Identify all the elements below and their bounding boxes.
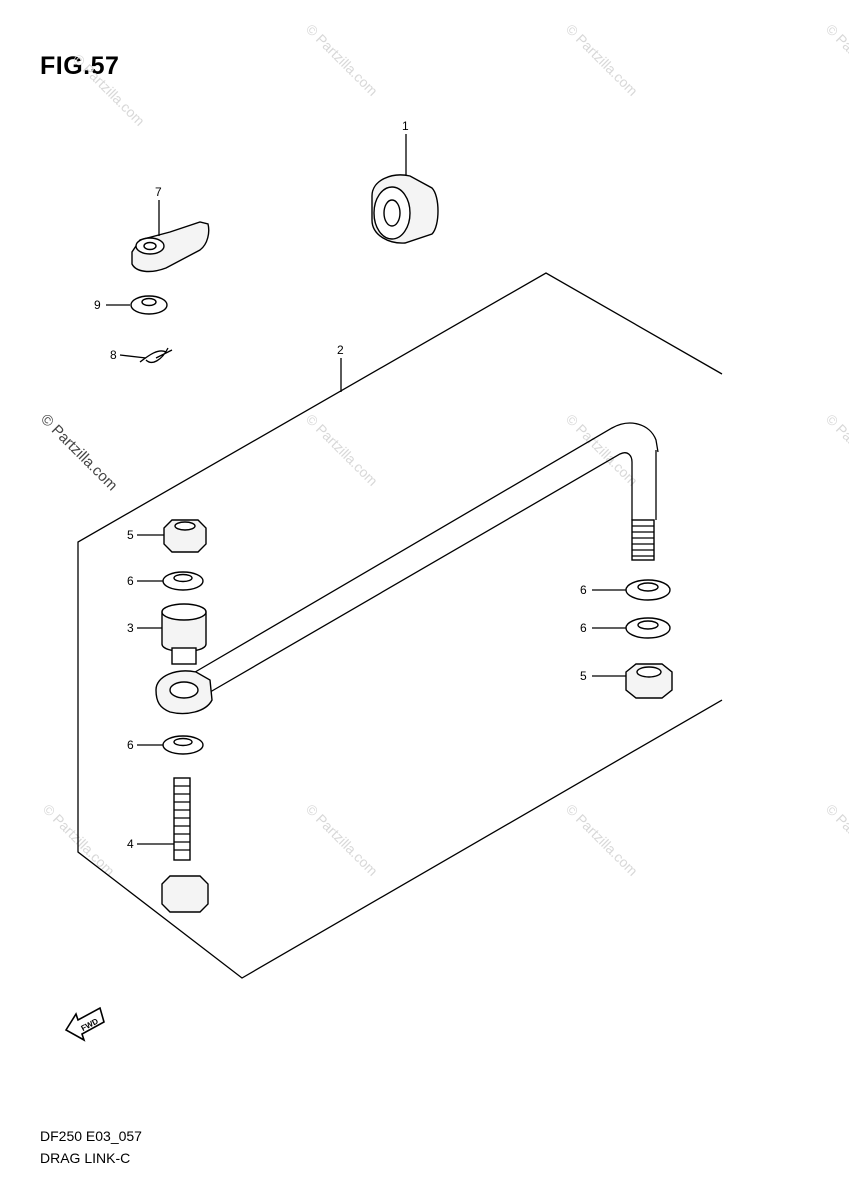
part-5-nut-left	[163, 519, 207, 553]
part-4-bolt	[161, 777, 209, 913]
watermark: © Partzilla.com	[37, 411, 120, 494]
watermark: © Partzilla.com	[823, 801, 849, 879]
watermark: © Partzilla.com	[70, 51, 148, 129]
callout-6-right-bottom: 6	[580, 621, 587, 635]
watermark: © Partzilla.com	[40, 801, 118, 879]
callout-5-right: 5	[580, 669, 587, 683]
callout-3: 3	[127, 621, 134, 635]
assembly-outline	[77, 272, 723, 979]
callout-6-left-bottom: 6	[127, 738, 134, 752]
figure-code: DF250 E03_057	[40, 1128, 142, 1144]
watermark: © Partzilla.com	[303, 21, 381, 99]
watermark: © Partzilla.com	[563, 801, 641, 879]
callout-6-right-top: 6	[580, 583, 587, 597]
callout-1: 1	[402, 119, 409, 133]
callout-2: 2	[337, 343, 344, 357]
part-8-cotter-pin	[139, 347, 173, 363]
part-2-drag-link	[155, 422, 659, 715]
watermark: © Partzilla.com	[303, 411, 381, 489]
watermark-group: © Partzilla.com © Partzilla.com © Partzi…	[37, 21, 849, 879]
part-6-washer-left-top	[162, 571, 204, 591]
part-7-bracket	[131, 221, 210, 273]
watermark: © Partzilla.com	[303, 801, 381, 879]
figure-name: DRAG LINK-C	[40, 1150, 131, 1166]
callout-5-left: 5	[127, 528, 134, 542]
figure-title: FIG.57	[40, 52, 120, 80]
part-3-collar	[161, 603, 207, 665]
part-5-nut-right	[625, 663, 673, 699]
part-6-washer-right-bottom	[625, 617, 671, 639]
callout-6-left-top: 6	[127, 574, 134, 588]
part-6-washer-right-top	[625, 579, 671, 601]
part-1-bushing	[371, 174, 439, 244]
watermark: © Partzilla.com	[563, 21, 641, 99]
fwd-arrow-icon: FWD	[64, 1006, 105, 1042]
callout-labels: 1 7 9 8 2 5 6 3 6 4 6 6 5	[94, 119, 587, 851]
callout-4: 4	[127, 837, 134, 851]
leader-lines	[106, 134, 626, 845]
callout-8: 8	[110, 348, 117, 362]
watermark: © Partzilla.com	[823, 21, 849, 99]
watermark: © Partzilla.com	[823, 411, 849, 489]
callout-9: 9	[94, 298, 101, 312]
callout-7: 7	[155, 185, 162, 199]
part-9-washer	[130, 295, 168, 315]
part-6-washer-left-bottom	[162, 735, 204, 755]
